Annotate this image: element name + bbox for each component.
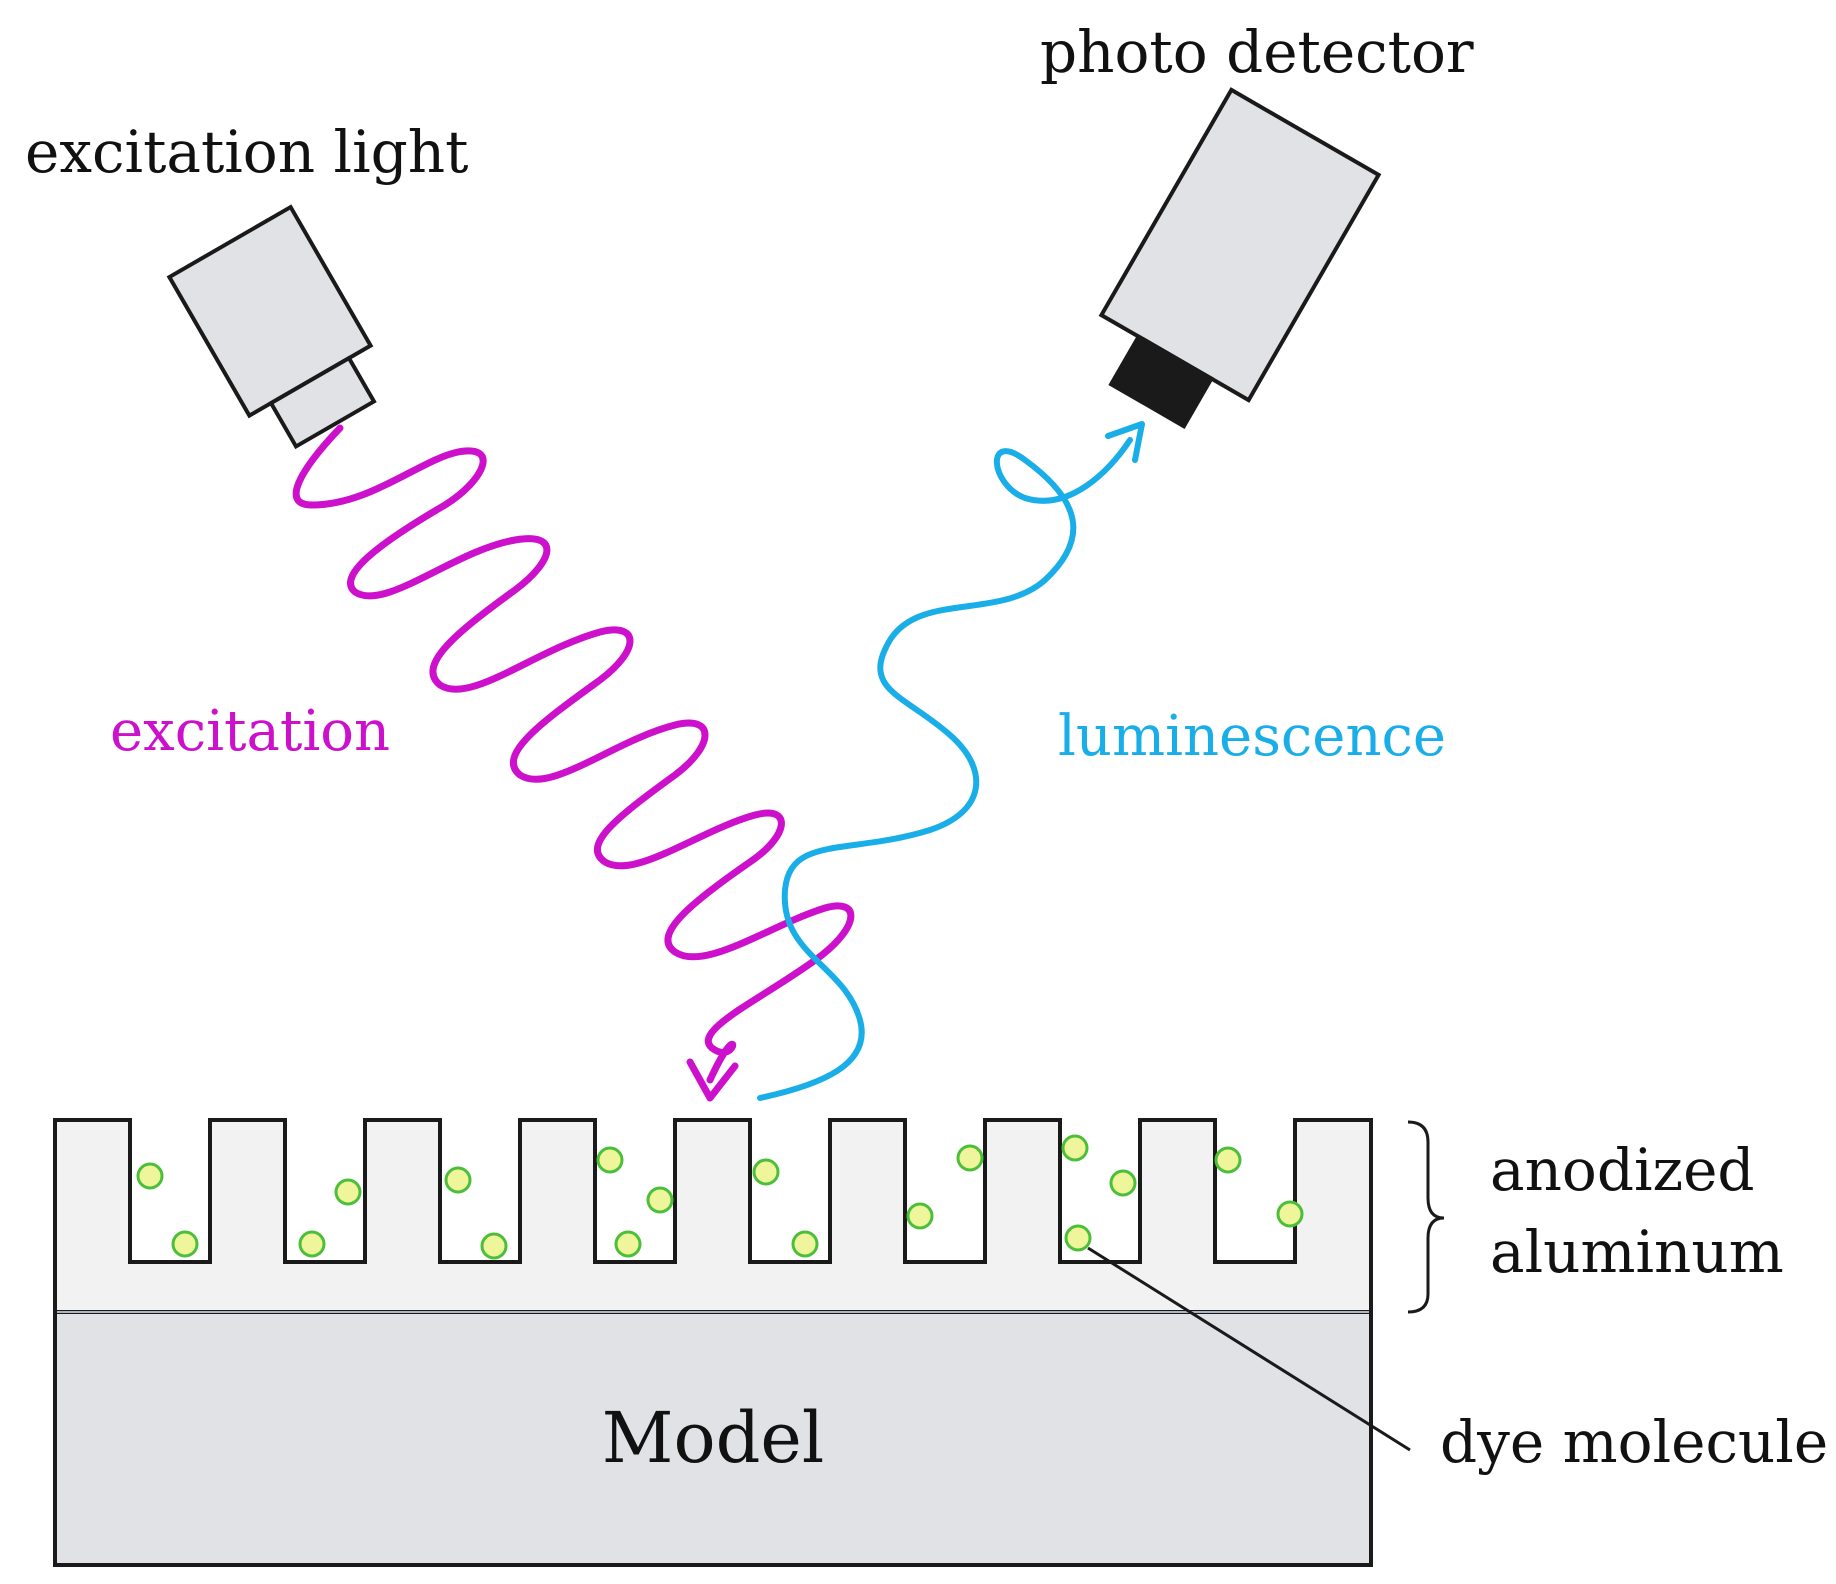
photo-detector-device <box>1098 87 1382 429</box>
luminescence-wave <box>757 437 1133 1101</box>
model-block <box>53 1310 1373 1567</box>
anodized-brace <box>1407 1120 1445 1314</box>
dye-molecule <box>1064 1224 1092 1252</box>
dye-molecule <box>1214 1146 1242 1174</box>
anodized-aluminum-layer <box>53 1118 1373 1314</box>
dye-molecule-label: dye molecule <box>1440 1408 1828 1476</box>
dye-molecule <box>1061 1134 1089 1162</box>
excitation-light-source <box>166 204 377 450</box>
model-label: Model <box>602 1397 824 1479</box>
anodized-aluminum-label-line2: aluminum <box>1490 1218 1784 1286</box>
dye-molecules <box>136 1134 1304 1260</box>
dye-molecule <box>752 1158 780 1186</box>
luminescence-arrowhead <box>1105 421 1145 463</box>
excitation-light-label: excitation light <box>25 118 468 186</box>
dye-molecule <box>1109 1169 1137 1197</box>
dye-molecule <box>596 1146 624 1174</box>
dye-molecule <box>171 1230 199 1258</box>
anodized-aluminum-label-line1: anodized <box>1490 1136 1755 1204</box>
excitation-arrowhead <box>686 1058 739 1102</box>
dye-molecule <box>298 1230 326 1258</box>
dye-molecule <box>136 1162 164 1190</box>
dye-molecule <box>480 1232 508 1260</box>
dye-molecule <box>614 1230 642 1258</box>
excitation-wave <box>292 424 855 1084</box>
photo-detector-lens <box>1108 333 1215 429</box>
dye-molecule <box>444 1166 472 1194</box>
dye-molecule <box>791 1230 819 1258</box>
dye-molecule <box>906 1202 934 1230</box>
excitation-label: excitation <box>110 699 390 764</box>
photo-detector-label: photo detector <box>1040 18 1474 86</box>
dye-molecule <box>1276 1200 1304 1228</box>
dye-molecule <box>646 1186 674 1214</box>
excitation-light-nozzle <box>268 355 377 450</box>
dye-molecule <box>956 1144 984 1172</box>
dye-molecule <box>334 1178 362 1206</box>
luminescence-label: luminescence <box>1058 704 1446 769</box>
dye-molecule-leader-line <box>1087 1246 1411 1452</box>
